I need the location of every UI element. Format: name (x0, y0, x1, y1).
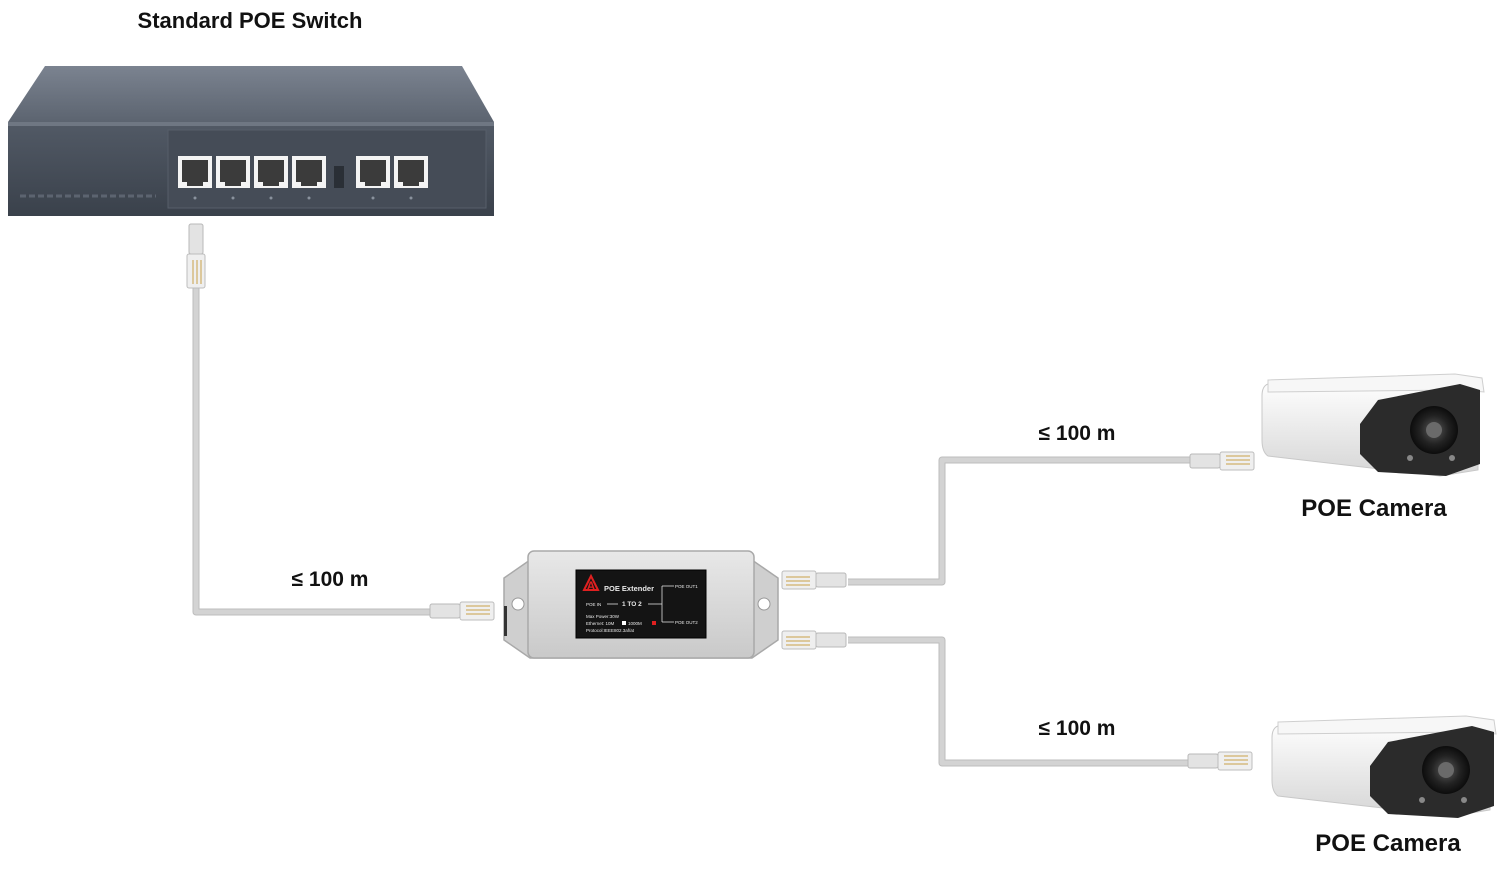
extender-title: POE Extender (604, 584, 654, 593)
switch-top-face (8, 66, 494, 122)
camera2-label: POE Camera (1315, 830, 1461, 857)
extender-out2: POE OUT2 (675, 620, 698, 625)
cable-switch-to-extender (192, 286, 430, 616)
extender-out1: POE OUT1 (675, 584, 698, 589)
rj45-plug-extender-out1 (781, 570, 847, 590)
rj45-plug-camera2 (1187, 751, 1253, 771)
extender-max-power: Max Power:30W (586, 614, 620, 619)
cable-length-label-out2: ≤ 100 m (1039, 717, 1116, 740)
cable-length-label-out1: ≤ 100 m (1039, 422, 1116, 445)
poe-camera-1 (1261, 373, 1485, 477)
extender-logo-icon (582, 573, 600, 591)
poe-switch (8, 66, 494, 216)
extender-ethernet: Ethernet: 10M (586, 621, 615, 626)
extender-protocol: Protocol:IEEE802.3af/at (586, 628, 635, 633)
extender-brand-mark: A (587, 579, 596, 593)
cable-extender-to-camera1 (848, 456, 1190, 586)
cable-length-label-input: ≤ 100 m (292, 568, 369, 591)
poe-extender: A POE Extender POE IN 1 TO 2 POE OUT1 PO… (503, 550, 779, 659)
switch-title: Standard POE Switch (138, 8, 363, 33)
switch-poe-ports (178, 156, 326, 188)
extender-poe-in: POE IN (586, 602, 601, 607)
rj45-plug-extender-out2 (781, 630, 847, 650)
camera2-sunshade (1277, 715, 1497, 735)
extender-label-panel (575, 569, 707, 639)
cable-extender-to-camera2 (848, 636, 1188, 767)
camera1-sunshade (1267, 373, 1485, 393)
rj45-plug-camera1 (1189, 451, 1255, 471)
extender-ethernet-speed: 1000M (628, 621, 642, 626)
camera1-label: POE Camera (1301, 495, 1447, 522)
rj45-plug-extender-in (429, 601, 495, 621)
rj45-plug-switch (186, 223, 206, 289)
poe-camera-2 (1271, 715, 1497, 818)
switch-uplink-ports (356, 156, 428, 188)
extender-ratio: 1 TO 2 (622, 601, 642, 608)
